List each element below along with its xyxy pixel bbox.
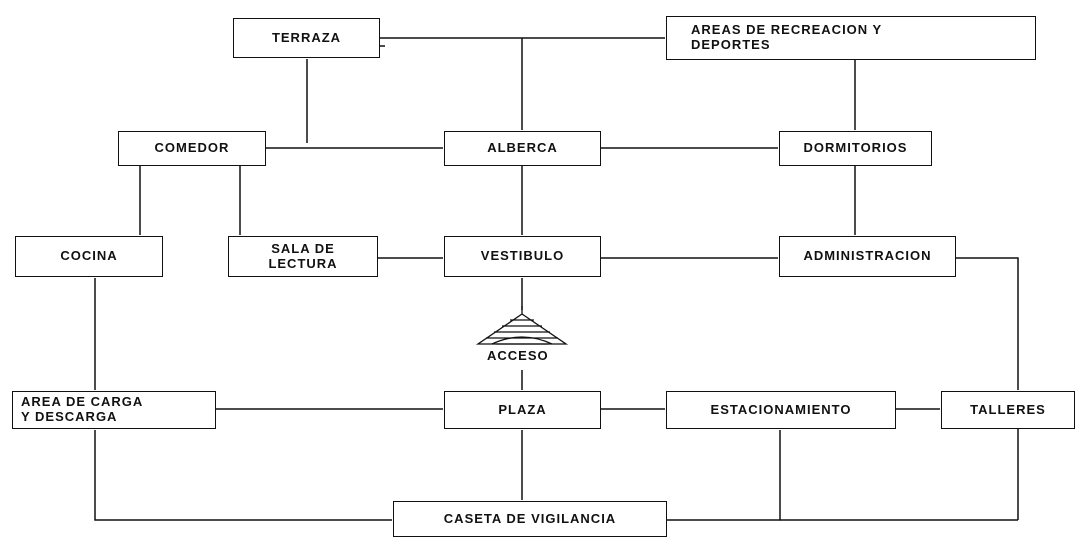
edge-caseta-estacionamiento bbox=[666, 430, 781, 521]
node-estacionamiento: ESTACIONAMIENTO bbox=[666, 391, 896, 429]
acceso-label: ACCESO bbox=[487, 348, 549, 363]
node-terraza: TERRAZA bbox=[233, 18, 380, 58]
edge-carga-caseta bbox=[94, 430, 392, 521]
node-comedor: COMEDOR bbox=[118, 131, 266, 166]
node-caseta-de-vigilancia: CASETA DE VIGILANCIA bbox=[393, 501, 667, 537]
edge-admin-talleres bbox=[955, 257, 1019, 390]
node-areas-recreacion-deportes: AREAS DE RECREACION Y DEPORTES bbox=[666, 16, 1036, 60]
node-talleres: TALLERES bbox=[941, 391, 1075, 429]
node-area-de-carga-y-descarga: AREA DE CARGA Y DESCARGA bbox=[12, 391, 216, 429]
node-dormitorios: DORMITORIOS bbox=[779, 131, 932, 166]
node-alberca: ALBERCA bbox=[444, 131, 601, 166]
node-vestibulo: VESTIBULO bbox=[444, 236, 601, 277]
node-administracion: ADMINISTRACION bbox=[779, 236, 956, 277]
node-cocina: COCINA bbox=[15, 236, 163, 277]
node-plaza: PLAZA bbox=[444, 391, 601, 429]
acceso-roof-icon bbox=[475, 306, 569, 345]
node-sala-de-lectura: SALA DE LECTURA bbox=[228, 236, 378, 277]
